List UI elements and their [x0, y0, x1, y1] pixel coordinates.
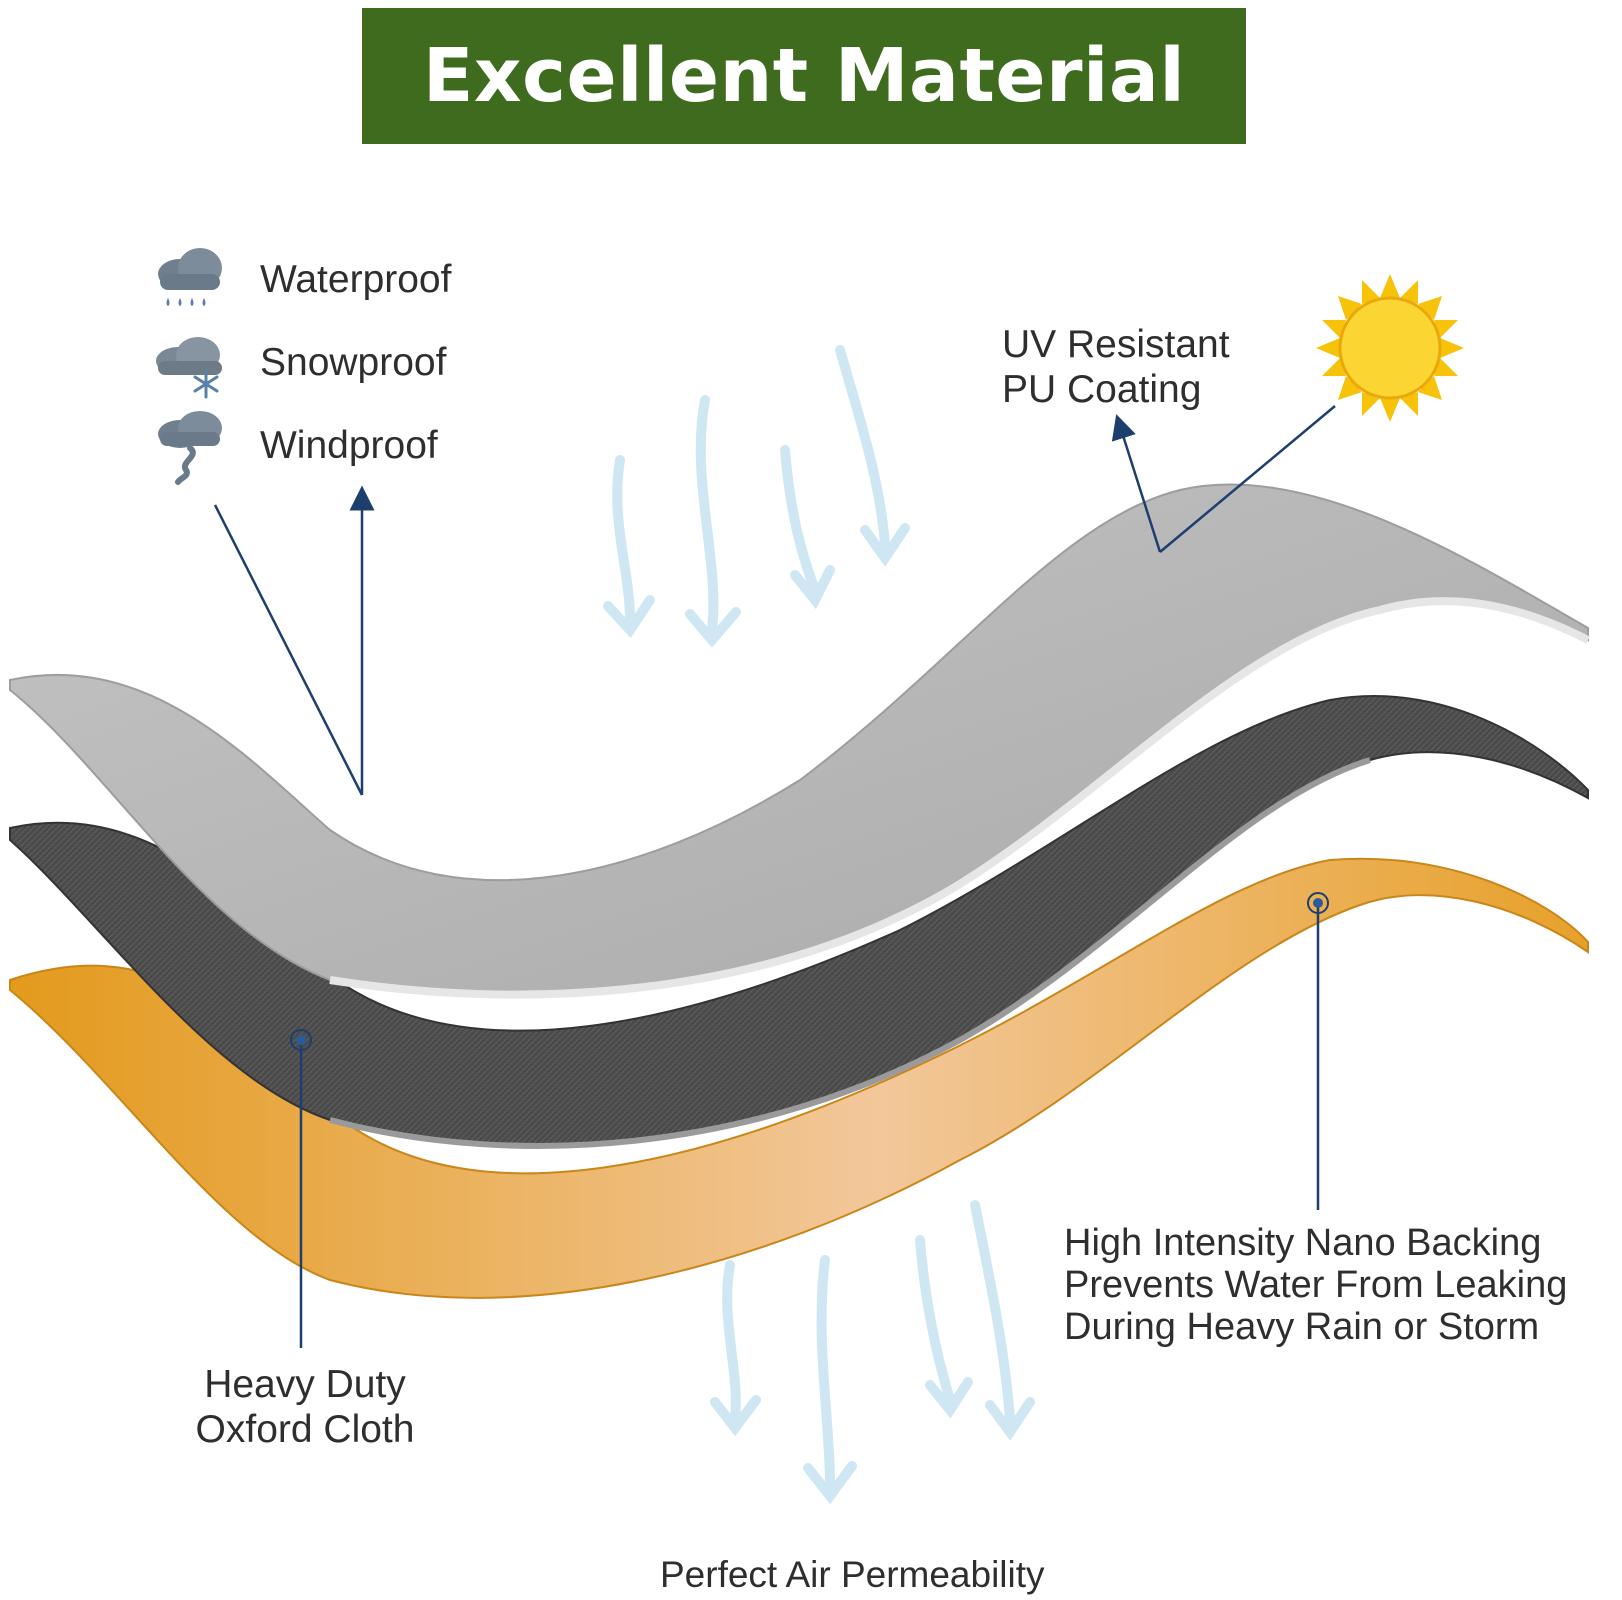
oxford-line-1: Heavy Duty: [204, 1363, 406, 1406]
oxford-line-2: Oxford Cloth: [195, 1408, 415, 1451]
oxford-cloth-label: Heavy Duty Oxford Cloth: [170, 1362, 440, 1452]
weather-callout-line-a: [213, 504, 364, 796]
sun-icon: [1316, 274, 1464, 422]
title-banner: Excellent Material: [362, 8, 1246, 144]
snow-cloud-icon: [156, 337, 222, 399]
feature-waterproof: Waterproof: [150, 240, 451, 320]
air-permeability-label: Perfect Air Permeability: [660, 1554, 1045, 1595]
feature-label: Windproof: [260, 424, 438, 467]
feature-windproof: Windproof: [150, 406, 438, 486]
page-title: Excellent Material: [422, 33, 1186, 119]
wind-cloud-icon: [158, 411, 222, 485]
callout-lines: [213, 405, 1336, 1348]
uv-callout-line-b: [1111, 414, 1162, 553]
uv-callout-line-a: [1159, 405, 1336, 553]
air-arrows-top: [603, 345, 910, 648]
backing-line-3: During Heavy Rain or Storm: [1064, 1306, 1540, 1348]
callout-dots: [290, 892, 1329, 1051]
oxford-cloth-layer: [9, 695, 1589, 1149]
uv-coating-label: UV Resistant PU Coating: [1002, 322, 1230, 412]
backing-line-1: High Intensity Nano Backing: [1064, 1222, 1542, 1264]
feature-label: Snowproof: [260, 341, 447, 384]
backing-line-2: Prevents Water From Leaking: [1064, 1264, 1568, 1306]
rain-cloud-icon: [158, 248, 222, 306]
nano-backing-label: High Intensity Nano Backing Prevents Wat…: [1064, 1222, 1567, 1348]
nano-backing-layer: [9, 857, 1589, 1299]
pu-coating-layer: [9, 483, 1590, 999]
uv-line-1: UV Resistant: [1002, 323, 1230, 366]
uv-line-2: PU Coating: [1002, 368, 1202, 411]
air-arrows-bottom: [710, 1200, 1035, 1505]
feature-snowproof: Snowproof: [150, 323, 446, 403]
feature-label: Waterproof: [260, 258, 452, 301]
